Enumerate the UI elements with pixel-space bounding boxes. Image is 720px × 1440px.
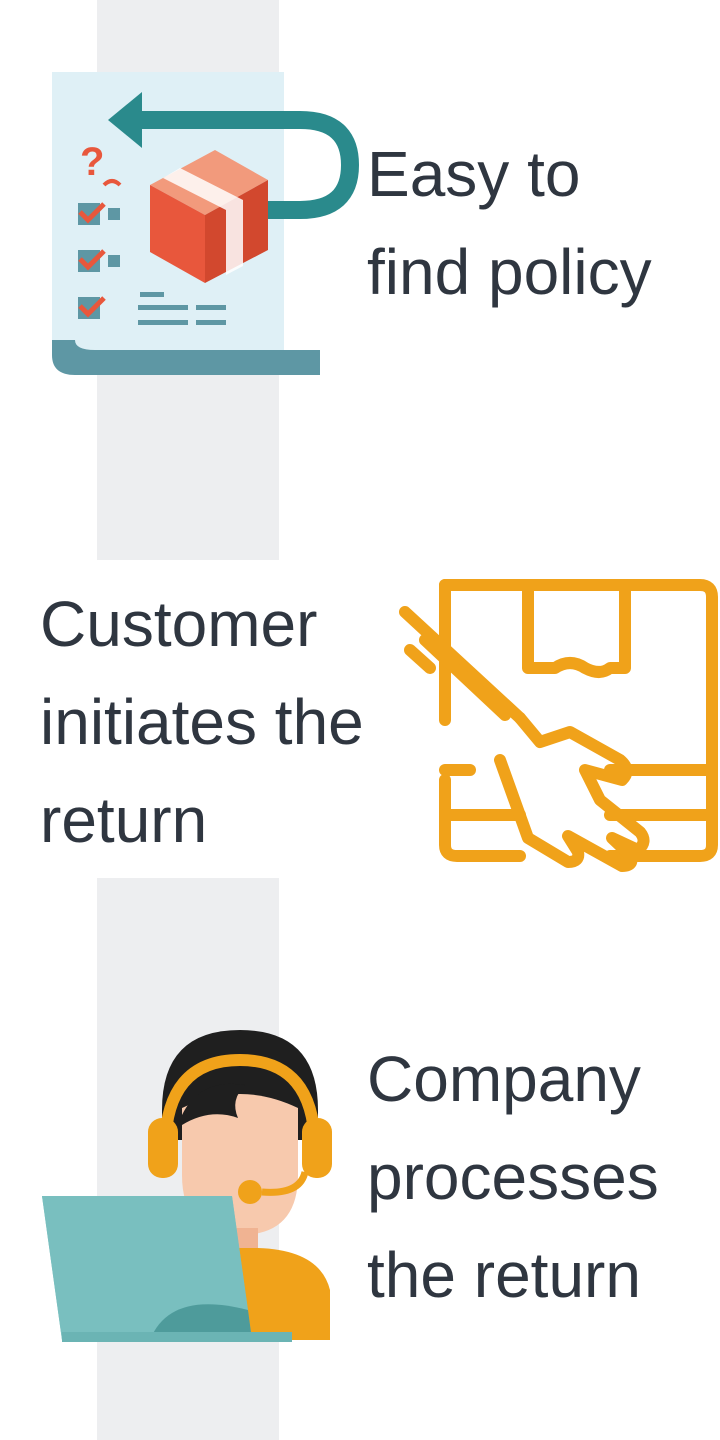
step-2-line-2: initiates the [40, 686, 364, 758]
step-2-line-3: return [40, 784, 208, 856]
step-3-line-2: processes [367, 1141, 659, 1213]
step-1-text: Easy to find policy [367, 125, 652, 321]
step-3-line-3: the return [367, 1239, 641, 1311]
step-3-line-1: Company [367, 1043, 641, 1115]
step-2-text: Customer initiates the return [40, 575, 364, 869]
svg-text:?: ? [80, 140, 104, 184]
step-3-text: Company processes the return [367, 1030, 659, 1324]
package-box-icon [150, 150, 268, 283]
step-1-line-2: find policy [367, 236, 652, 308]
step-1-line-1: Easy to [367, 138, 581, 210]
checklist-icon [78, 202, 120, 319]
step-2-line-1: Customer [40, 588, 318, 660]
